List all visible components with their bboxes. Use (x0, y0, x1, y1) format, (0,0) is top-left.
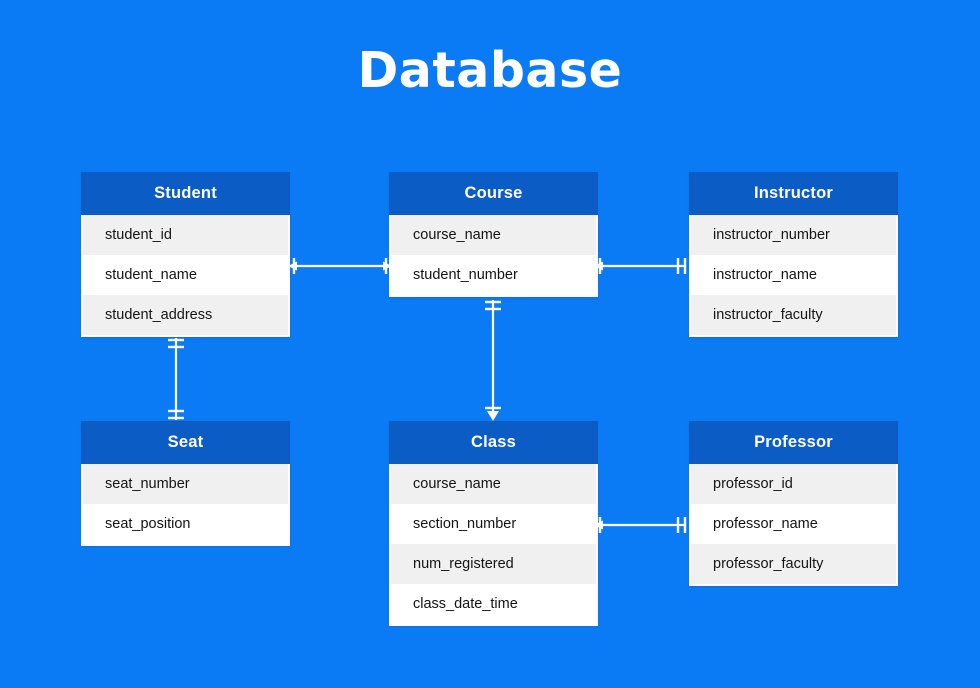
entity-header-class: Class (389, 421, 598, 464)
entity-fields-class: course_name section_number num_registere… (389, 464, 598, 626)
field-row[interactable]: course_name (391, 215, 596, 255)
entity-fields-seat: seat_number seat_position (81, 464, 290, 546)
entity-header-instructor: Instructor (689, 172, 898, 215)
entity-table-class[interactable]: Class course_name section_number num_reg… (389, 421, 598, 626)
relationship-course-class[interactable] (479, 296, 507, 421)
field-row[interactable]: student_id (83, 215, 288, 255)
entity-fields-professor: professor_id professor_name professor_fa… (689, 464, 898, 586)
field-row[interactable]: seat_position (83, 504, 288, 544)
entity-fields-student: student_id student_name student_address (81, 215, 290, 337)
entity-header-seat: Seat (81, 421, 290, 464)
field-row[interactable]: student_address (83, 295, 288, 335)
field-row[interactable]: professor_faculty (691, 544, 896, 584)
relationship-course-instructor[interactable] (594, 252, 690, 280)
field-row[interactable]: instructor_number (691, 215, 896, 255)
field-row[interactable]: course_name (391, 464, 596, 504)
field-row[interactable]: professor_name (691, 504, 896, 544)
field-row[interactable]: seat_number (83, 464, 288, 504)
field-row[interactable]: professor_id (691, 464, 896, 504)
entity-table-professor[interactable]: Professor professor_id professor_name pr… (689, 421, 898, 586)
entity-table-instructor[interactable]: Instructor instructor_number instructor_… (689, 172, 898, 337)
relationship-class-professor[interactable] (594, 511, 690, 539)
entity-header-professor: Professor (689, 421, 898, 464)
field-row[interactable]: class_date_time (391, 584, 596, 624)
entity-header-course: Course (389, 172, 598, 215)
field-row[interactable]: instructor_faculty (691, 295, 896, 335)
entity-header-student: Student (81, 172, 290, 215)
field-row[interactable]: student_name (83, 255, 288, 295)
entity-fields-instructor: instructor_number instructor_name instru… (689, 215, 898, 337)
entity-table-seat[interactable]: Seat seat_number seat_position (81, 421, 290, 546)
page-title: Database (357, 42, 623, 99)
entity-table-course[interactable]: Course course_name student_number (389, 172, 598, 297)
field-row[interactable]: section_number (391, 504, 596, 544)
entity-table-student[interactable]: Student student_id student_name student_… (81, 172, 290, 337)
field-row[interactable]: student_number (391, 255, 596, 295)
field-row[interactable]: num_registered (391, 544, 596, 584)
relationship-student-course[interactable] (288, 252, 392, 280)
field-row[interactable]: instructor_name (691, 255, 896, 295)
entity-fields-course: course_name student_number (389, 215, 598, 297)
relationship-student-seat[interactable] (162, 334, 190, 424)
